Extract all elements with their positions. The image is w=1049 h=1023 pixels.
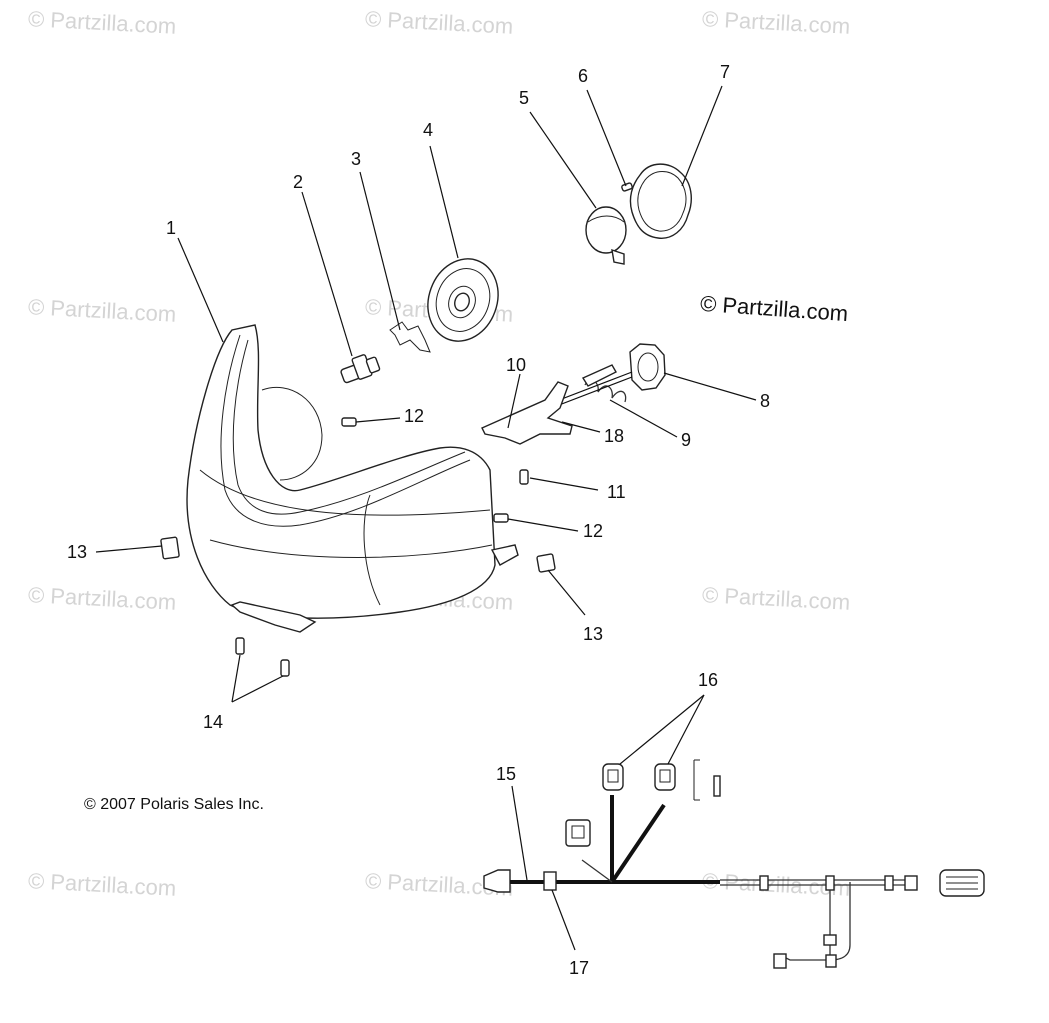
leader-lines [95, 85, 757, 951]
bulb [340, 354, 381, 384]
clip-13-left [160, 536, 180, 560]
callout-9: 9 [681, 430, 691, 450]
screws-14 [235, 637, 290, 677]
callout-13-left: 13 [67, 542, 87, 562]
callout-12-upper: 12 [404, 406, 424, 426]
callout-11: 11 [607, 482, 626, 502]
callout-2: 2 [293, 172, 303, 192]
clip-13-right [536, 553, 556, 573]
callout-17: 17 [569, 958, 589, 978]
headlight-housing [186, 324, 519, 633]
adjuster-assembly [481, 343, 666, 445]
callout-16: 16 [698, 670, 718, 690]
callout-5: 5 [519, 88, 529, 108]
screw-12-lower [493, 513, 509, 523]
callout-3: 3 [351, 149, 361, 169]
callout-7: 7 [720, 62, 730, 82]
callout-15: 15 [496, 764, 516, 784]
callout-8: 8 [760, 391, 770, 411]
marker-light [585, 206, 627, 265]
marker-screw [621, 182, 633, 192]
wire-harness [483, 759, 985, 969]
retaining-clip [389, 321, 431, 353]
callout-14: 14 [203, 712, 223, 732]
callout-4: 4 [423, 120, 433, 140]
callout-13-right: 13 [583, 624, 603, 644]
callout-12-lower: 12 [583, 521, 603, 541]
callout-6: 6 [578, 66, 588, 86]
screw-12-upper [341, 417, 357, 427]
callout-1: 1 [166, 218, 176, 238]
polaris-copyright: © 2007 Polaris Sales Inc. [84, 796, 264, 813]
callout-10: 10 [506, 355, 526, 375]
screw-11 [519, 469, 529, 485]
gasket [629, 163, 692, 239]
boot-cover [427, 258, 499, 342]
callout-18: 18 [604, 426, 624, 446]
